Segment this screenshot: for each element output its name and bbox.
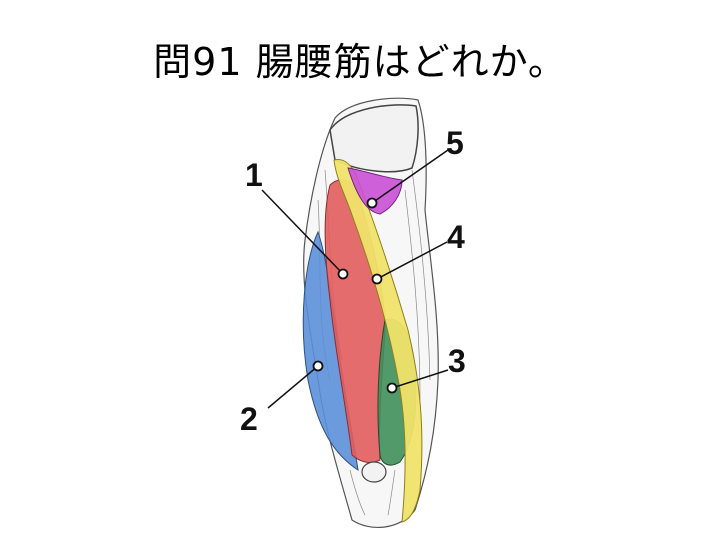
anchor-dots bbox=[312, 197, 398, 394]
label-5: 5 bbox=[446, 125, 464, 161]
question-title: 問91 腸腰筋はどれか。 bbox=[153, 40, 567, 84]
muscle-4 bbox=[333, 159, 423, 523]
muscle-5 bbox=[347, 167, 403, 215]
dot-1 bbox=[337, 268, 349, 280]
label-2: 2 bbox=[240, 401, 258, 437]
patella bbox=[361, 461, 387, 483]
label-4: 4 bbox=[447, 219, 465, 255]
leader-lines bbox=[261, 149, 449, 409]
label-3: 3 bbox=[448, 343, 466, 379]
dot-3 bbox=[386, 382, 398, 394]
dot-5 bbox=[366, 197, 378, 209]
label-1: 1 bbox=[245, 157, 263, 193]
hip-bone bbox=[329, 104, 419, 173]
dot-2 bbox=[312, 360, 324, 372]
dot-4 bbox=[371, 273, 383, 285]
